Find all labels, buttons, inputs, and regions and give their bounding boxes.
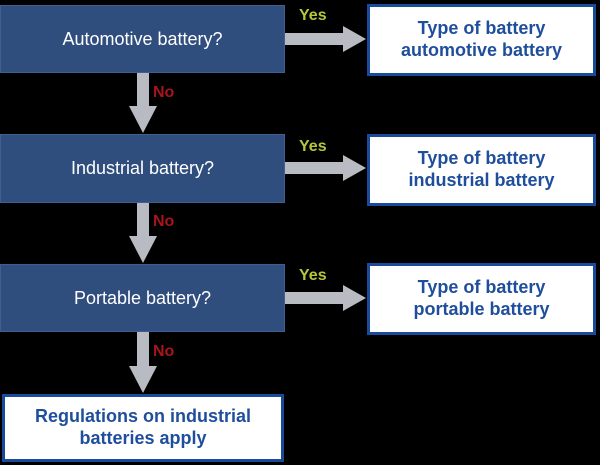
no-label-2: No [153, 213, 175, 230]
yes-arrow-2 [285, 155, 366, 181]
yes-label-1: Yes [299, 7, 327, 24]
outcome-industrial: Type of battery industrial battery [367, 134, 596, 206]
no-arrow-3 [129, 332, 157, 393]
yes-label-3: Yes [299, 267, 327, 284]
no-label-1: No [153, 84, 175, 101]
outcome-portable-line2: portable battery [413, 299, 550, 319]
outcome-industrial-line2: industrial battery [408, 170, 555, 190]
final-outcome: Regulations on industrial batteries appl… [2, 394, 284, 462]
outcome-portable-line1: Type of battery [417, 277, 546, 298]
no-label-3: No [153, 343, 175, 360]
outcome-industrial-line1: Type of battery [417, 148, 546, 169]
yes-label-2: Yes [299, 138, 327, 155]
final-outcome-line1: Regulations on industrial [34, 406, 251, 427]
yes-arrow-1 [285, 26, 366, 52]
no-arrow-1 [129, 73, 157, 133]
no-arrow-2 [129, 203, 157, 263]
question-industrial-text: Industrial battery? [70, 158, 215, 179]
outcome-automotive-line2: automotive battery [400, 40, 563, 60]
question-portable: Portable battery? [0, 264, 285, 332]
outcome-automotive: Type of battery automotive battery [367, 4, 596, 76]
yes-arrow-3 [285, 285, 366, 311]
question-industrial: Industrial battery? [0, 134, 285, 203]
question-automotive: Automotive battery? [0, 5, 285, 73]
outcome-portable: Type of battery portable battery [367, 263, 596, 335]
final-outcome-line2: batteries apply [79, 428, 207, 448]
question-portable-text: Portable battery? [73, 287, 212, 308]
question-automotive-text: Automotive battery? [62, 28, 223, 49]
outcome-automotive-line1: Type of battery [417, 18, 546, 39]
